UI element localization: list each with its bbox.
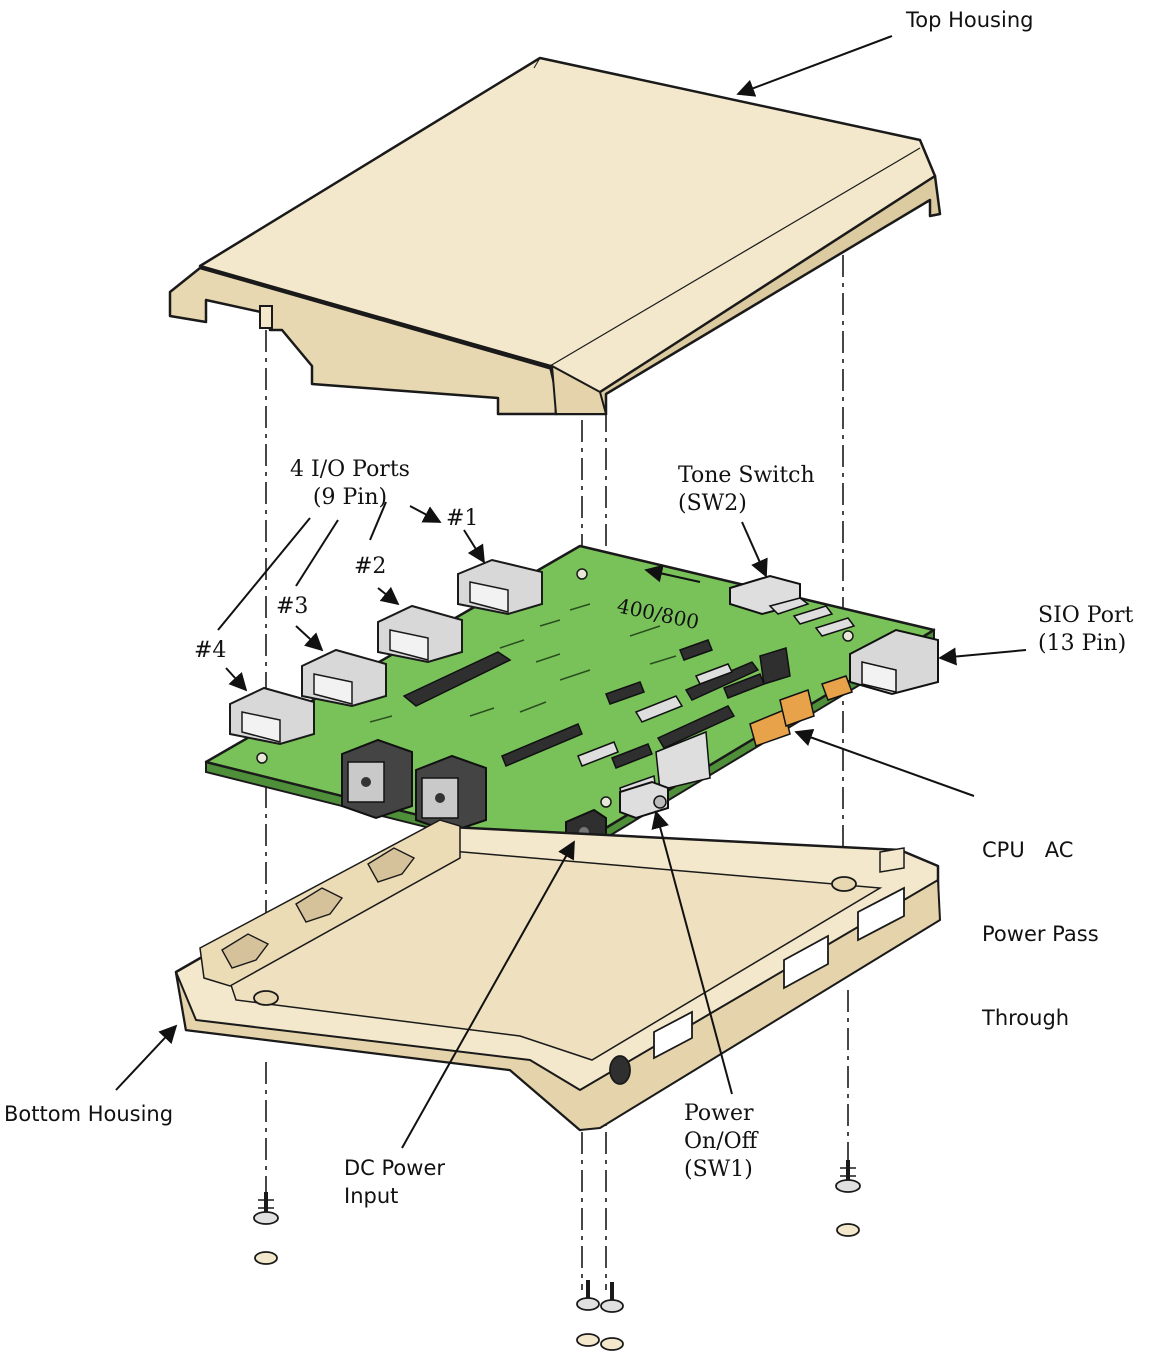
label-io-ports: 4 I/O Ports (9 Pin) bbox=[270, 456, 430, 512]
screw-front-a bbox=[576, 1280, 600, 1347]
cpu-ac-connectors bbox=[749, 689, 815, 747]
top-housing bbox=[168, 56, 942, 416]
screw-front-b bbox=[600, 1282, 624, 1351]
sio-port-connector bbox=[849, 628, 939, 696]
voltage-regulator-2 bbox=[415, 754, 487, 834]
power-switch-component bbox=[619, 780, 669, 820]
leader-lines bbox=[115, 35, 1027, 1149]
label-power-switch: Power On/Off (SW1) bbox=[684, 1100, 757, 1184]
screw-left bbox=[253, 1192, 279, 1265]
bottom-housing bbox=[174, 819, 941, 1132]
label-dc-power-line2: Input bbox=[344, 1184, 399, 1208]
label-cpu-ac-line3: Through bbox=[982, 1006, 1070, 1030]
ac-passthrough-relay bbox=[821, 675, 853, 701]
tone-switch-component bbox=[729, 574, 856, 637]
label-bottom-housing: Bottom Housing bbox=[4, 1102, 174, 1126]
label-sio-port-line2: (13 Pin) bbox=[1038, 631, 1127, 656]
io-connector-1 bbox=[457, 558, 543, 616]
label-top-housing: Top Housing bbox=[906, 8, 1034, 32]
screw-right bbox=[835, 1160, 861, 1237]
label-cpu-ac: CPU AC Power Pass Through bbox=[982, 780, 1099, 1060]
label-tone-switch-line2: (SW2) bbox=[678, 491, 747, 516]
voltage-regulator-1 bbox=[341, 738, 413, 820]
label-port-4: #4 bbox=[194, 638, 227, 663]
label-dc-power: DC Power Input bbox=[344, 1154, 445, 1210]
io-connector-2 bbox=[377, 604, 463, 664]
label-sio-port-line1: SIO Port bbox=[1038, 603, 1134, 628]
label-tone-switch: Tone Switch (SW2) bbox=[678, 462, 815, 518]
io-connector-3 bbox=[301, 648, 387, 708]
label-io-ports-line1: 4 I/O Ports bbox=[290, 457, 410, 482]
label-port-3: #3 bbox=[276, 594, 309, 619]
label-io-ports-line2: (9 Pin) bbox=[312, 485, 388, 510]
label-tone-switch-line1: Tone Switch bbox=[678, 463, 815, 488]
label-power-switch-line1: Power bbox=[684, 1101, 754, 1126]
label-sio-port: SIO Port (13 Pin) bbox=[1038, 602, 1133, 658]
label-cpu-ac-line1: CPU AC bbox=[982, 838, 1074, 862]
board-traces bbox=[369, 603, 677, 723]
label-dc-power-line1: DC Power bbox=[344, 1156, 446, 1180]
label-port-1: #1 bbox=[446, 506, 479, 531]
label-cpu-ac-line2: Power Pass bbox=[982, 922, 1099, 946]
label-power-switch-line3: (SW1) bbox=[684, 1157, 753, 1182]
io-connector-4 bbox=[229, 686, 315, 746]
label-power-switch-line2: On/Off bbox=[684, 1129, 758, 1154]
circuit-board: 400/800 bbox=[204, 544, 939, 864]
label-port-2: #2 bbox=[354, 554, 387, 579]
